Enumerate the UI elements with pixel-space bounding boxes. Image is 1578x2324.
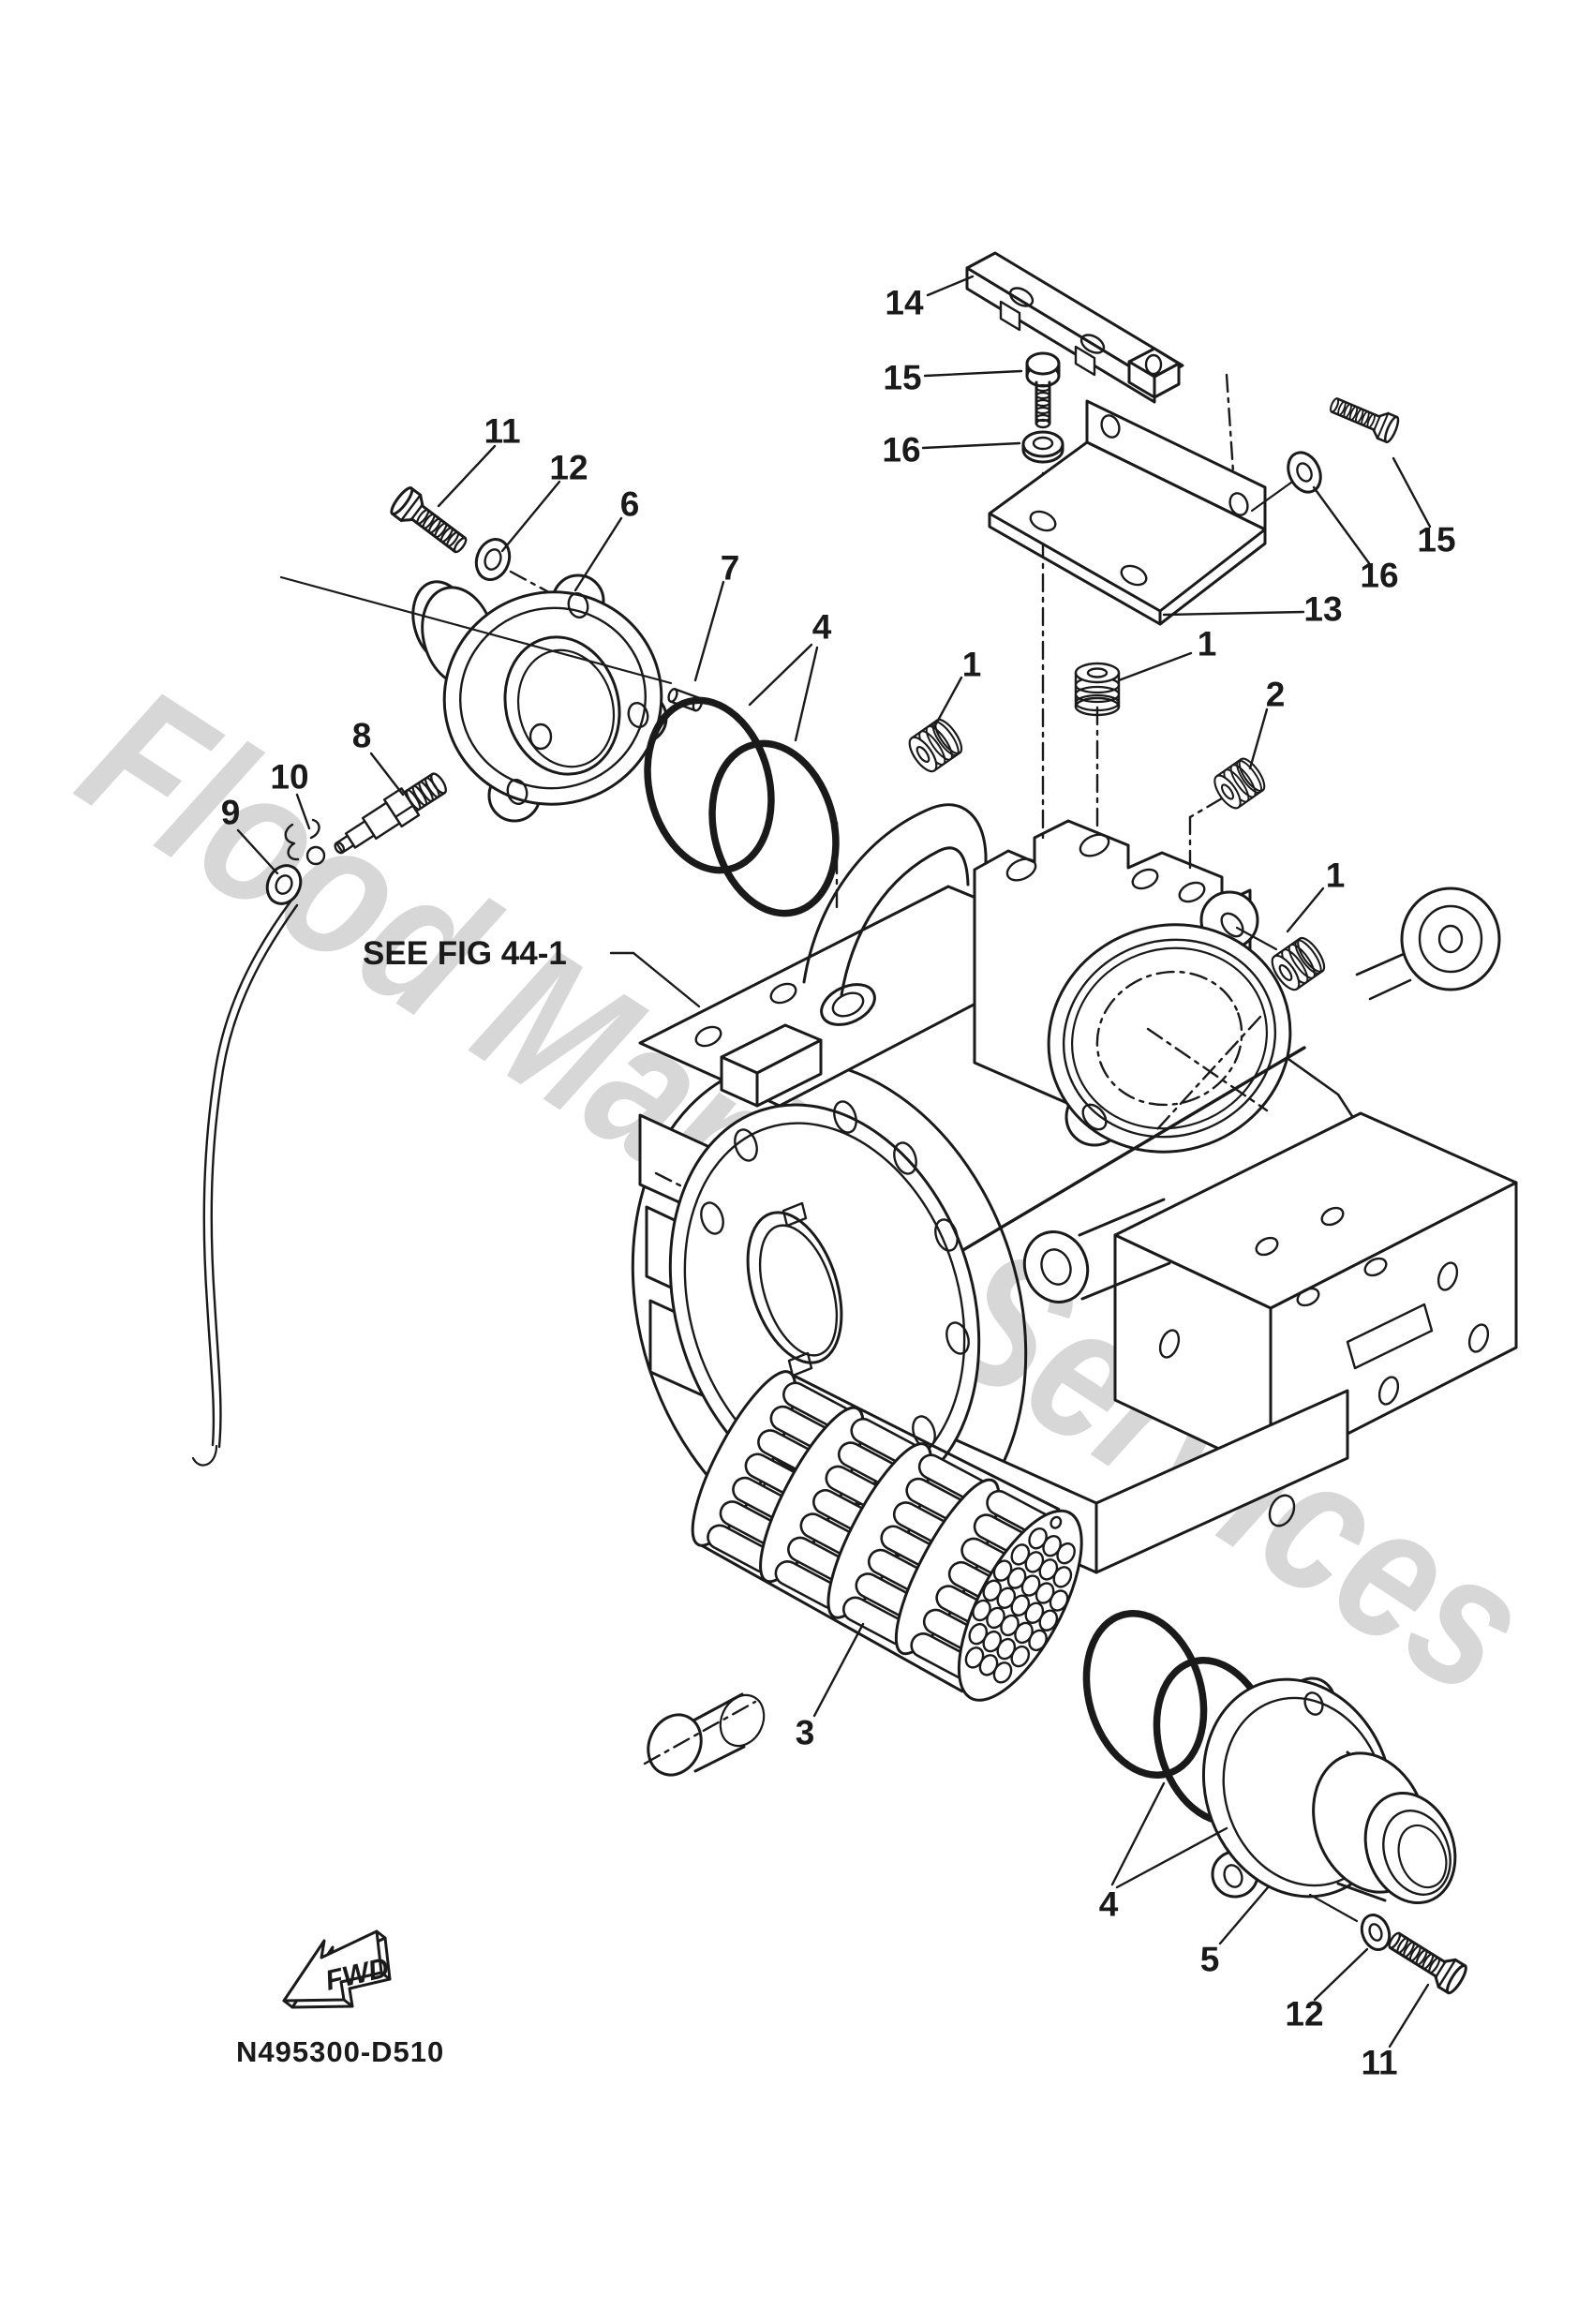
leader-4-bottom [1110, 1781, 1166, 1886]
callout-10: 10 [270, 758, 308, 797]
callout-1-a: 1 [962, 646, 982, 684]
part-plug-2 [1209, 753, 1271, 813]
core-tube-end [1028, 1629, 1048, 1652]
callout-12-bottom: 12 [1285, 1995, 1323, 2034]
leader-10 [295, 793, 311, 830]
see-fig-leader [609, 951, 701, 1008]
callout-1-b: 1 [1198, 625, 1217, 663]
leader-13 [1162, 610, 1305, 617]
see-fig-annotation: SEE FIG 44-1 [363, 935, 701, 1008]
callout-16-top: 16 [882, 431, 920, 469]
core-end-cap [957, 1509, 1083, 1702]
part-washer-12-top [474, 538, 512, 581]
callout-11-top-left: 11 [484, 412, 520, 451]
callout-15-right: 15 [1417, 521, 1455, 559]
leader-6 [573, 516, 623, 592]
leader-16-right [1312, 485, 1371, 565]
part-pin-7 [667, 688, 703, 712]
drawing-number: N495300-D510 [236, 2035, 444, 2068]
part-cooler-core [691, 1370, 1083, 1702]
leader-7 [693, 580, 725, 682]
core-tube-end [1049, 1589, 1069, 1612]
callout-14: 14 [885, 284, 924, 322]
callout-7: 7 [721, 549, 740, 588]
part-bolt-15-right [1325, 390, 1402, 445]
leader-16-top [921, 441, 1021, 450]
fwd-arrow-face [282, 1929, 383, 2003]
housing-arch-arm [802, 803, 988, 984]
callout-4-bottom: 4 [1099, 1885, 1119, 1924]
part-washer-16-top [1021, 430, 1064, 464]
callout-13: 13 [1303, 590, 1342, 629]
housing-shaft-bore [746, 1211, 843, 1364]
housing-side-boss [1400, 886, 1501, 991]
part-bolt-11-top [387, 484, 474, 561]
part-clip-10 [284, 818, 326, 866]
callout-2: 2 [1266, 676, 1286, 714]
callout-5: 5 [1200, 1941, 1220, 1979]
core-tube-end [1010, 1645, 1031, 1668]
callout-11-bottom: 11 [1361, 2044, 1397, 2082]
leader-15-right [1392, 456, 1432, 529]
housing-rear-bore [1047, 923, 1292, 1154]
fwd-arrow-back [290, 1936, 392, 2009]
part-bracket-l [988, 399, 1267, 626]
core-tube-end [1056, 1542, 1076, 1565]
part-washer-16-right [1250, 451, 1322, 513]
leader-5 [1218, 1885, 1271, 1945]
part-washer-12-bottom [1308, 1893, 1392, 1951]
leader-4-bottom-1 [1115, 1826, 1228, 1889]
leader-1-a [932, 676, 963, 729]
part-cover-5 [1201, 1676, 1457, 1905]
leader-1-c [1286, 886, 1325, 933]
callout-16-right: 16 [1360, 557, 1398, 595]
leader-12-bottom [1313, 1947, 1369, 2002]
callout-9: 9 [221, 794, 241, 832]
leader-11-bottom [1388, 1983, 1430, 2048]
core-end-pinhole [1050, 1515, 1063, 1529]
part-bracket-stay [965, 251, 1184, 404]
leader-4-top [748, 643, 813, 707]
callout-12-top: 12 [549, 449, 588, 487]
leader-3 [812, 1622, 865, 1718]
leader-15-top [923, 369, 1023, 378]
leader-8 [369, 752, 405, 797]
part-sensor-8 [334, 772, 447, 855]
leader-9 [236, 828, 279, 875]
part-grommet-1c [1235, 926, 1331, 995]
see-fig-note: SEE FIG 44-1 [363, 935, 567, 972]
fwd-direction-indicator: FWD [282, 1929, 392, 2009]
callout-1-c: 1 [1326, 857, 1346, 895]
core-tube-end [992, 1661, 1013, 1684]
core-tube-end [1052, 1566, 1073, 1588]
leader-14 [926, 275, 975, 297]
leader-4-top-1 [794, 646, 819, 742]
leader-2 [1248, 708, 1269, 770]
part-cable-9 [191, 864, 303, 1467]
part-bolt-15-top [1025, 351, 1061, 429]
callout-6: 6 [620, 485, 640, 524]
part-cover-6 [279, 574, 673, 823]
core-tube-end [1038, 1609, 1059, 1631]
leader-1-b [1117, 651, 1193, 682]
callout-3: 3 [796, 1714, 815, 1752]
part-orings-4-top [644, 696, 840, 917]
callout-4-top: 4 [812, 608, 832, 647]
callout-8: 8 [352, 717, 372, 755]
leader-11-top-left [437, 444, 497, 508]
callout-15-top: 15 [883, 359, 921, 397]
leader-12-top [500, 480, 561, 553]
part-bolt-11-bottom [1381, 1924, 1471, 1997]
